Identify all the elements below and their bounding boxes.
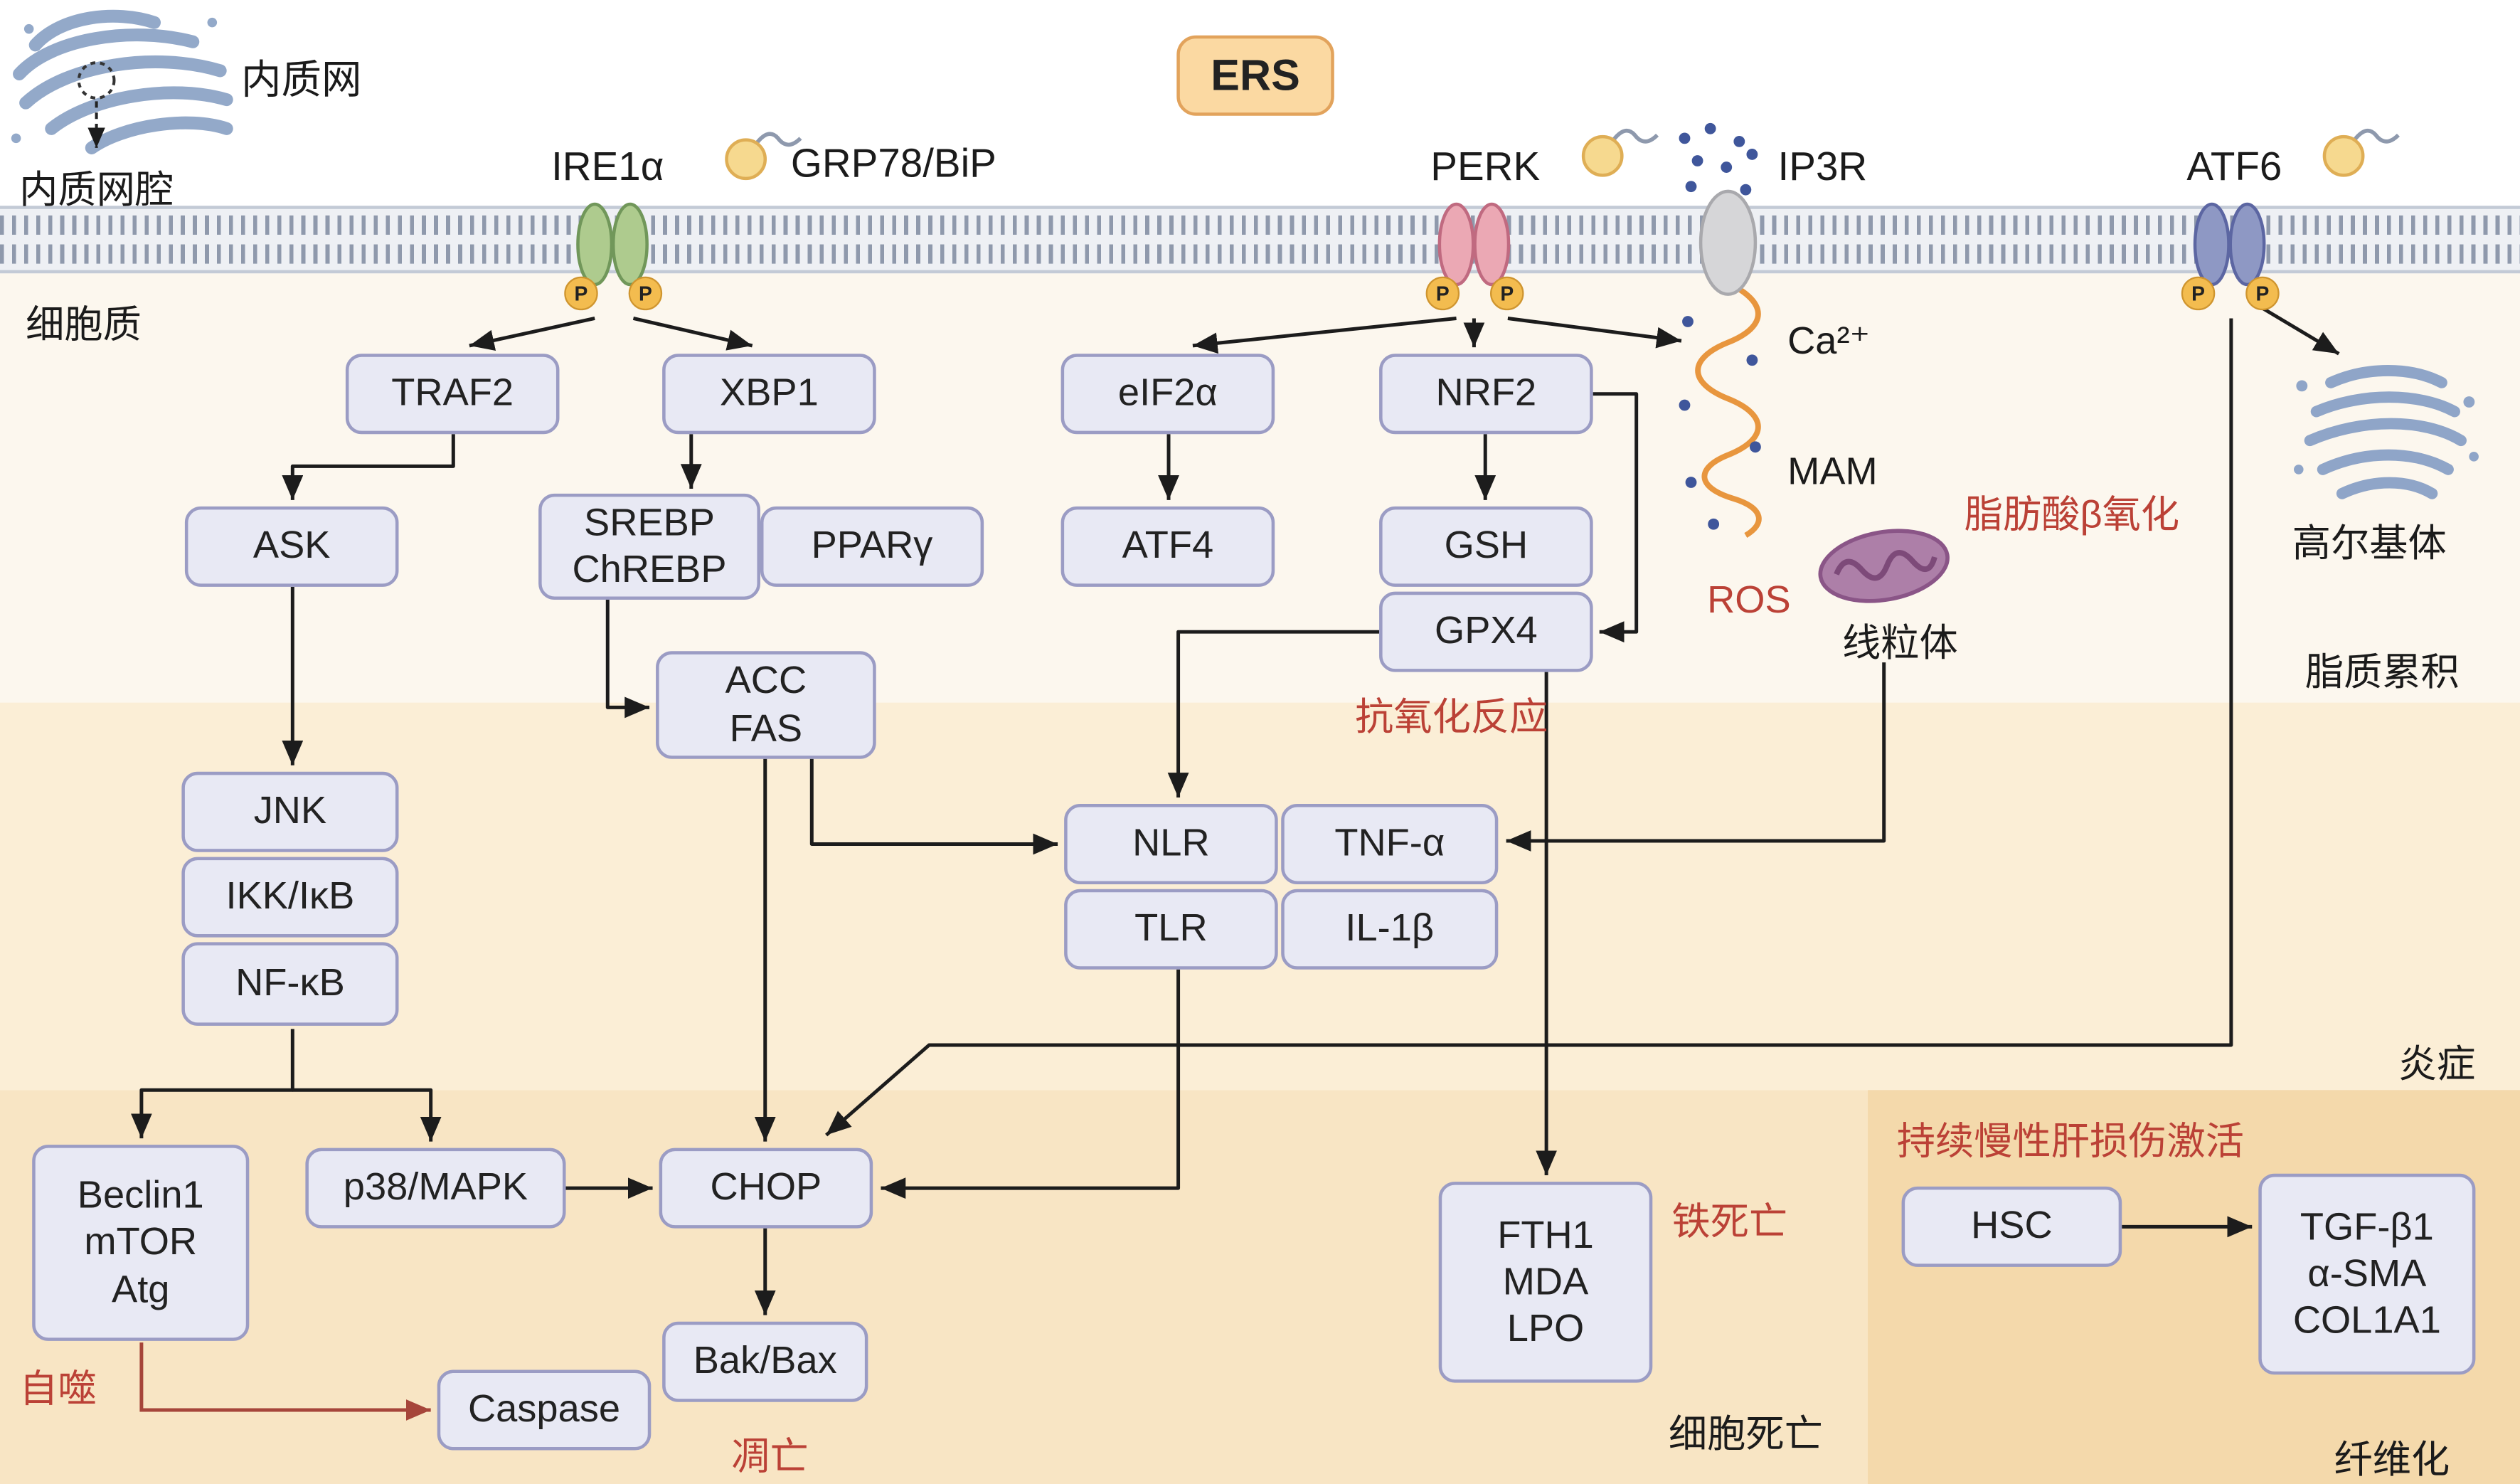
- label-er: 内质网: [241, 58, 362, 103]
- node-fth1-mda-lpo: FTH1 MDA LPO: [1438, 1182, 1653, 1383]
- arrow-nfkb-p38: [292, 1088, 442, 1142]
- arrows-layer: [130, 307, 2340, 1315]
- arrow-mito-tnfa: [1506, 662, 1886, 852]
- node-nrf2: NRF2: [1379, 354, 1593, 435]
- node-srebp-chrebp: SREBP ChREBP: [538, 493, 760, 600]
- node-xbp1: XBP1: [662, 354, 876, 435]
- calcium-ion-dots: [1679, 122, 1761, 530]
- node-caspase: Caspase: [437, 1369, 652, 1451]
- label-fatty-acid-oxidation: 脂肪酸β氧化: [1964, 493, 2180, 537]
- arrow-accfas-nlr: [809, 758, 1058, 855]
- ip3r-channel: [1698, 189, 1758, 296]
- node-ikk-ikb: IKK/IκB: [181, 857, 399, 938]
- label-chronic-liver-injury: 持续慢性肝损伤激活: [1896, 1120, 2244, 1165]
- label-ros: ROS: [1707, 578, 1791, 622]
- phospho-badge-ire1a-right: P: [628, 276, 663, 311]
- mam-tether: [1695, 280, 1762, 538]
- ers-badge: ERS: [1176, 35, 1334, 116]
- node-bak-bax: Bak/Bax: [662, 1321, 868, 1402]
- ire1a-receptor: [576, 202, 649, 287]
- phospho-badge-atf6-left: P: [2181, 276, 2216, 311]
- node-gsh: GSH: [1379, 506, 1593, 587]
- phospho-badge-perk-right: P: [1490, 276, 1524, 311]
- arrow-atf6-golgi: [2262, 307, 2340, 356]
- atf6-receptor: [2193, 202, 2266, 287]
- arrow-nfkb-beclin: [130, 1029, 294, 1139]
- node-hsc: HSC: [1901, 1186, 2122, 1267]
- arrow-perk-ip3r: [1507, 317, 1682, 349]
- arrow-traf2-ask: [282, 434, 455, 500]
- er-organelle-icon: [13, 9, 233, 154]
- node-p38-mapk: p38/MAPK: [305, 1148, 566, 1229]
- phospho-badge-ire1a-left: P: [564, 276, 598, 311]
- phospho-badge-perk-left: P: [1425, 276, 1460, 311]
- label-mam: MAM: [1787, 450, 1878, 494]
- label-perk: PERK: [1430, 144, 1541, 190]
- grp78-chaperone-icon: [727, 134, 801, 179]
- node-nfkb: NF-κB: [181, 942, 399, 1026]
- label-autophagy: 自噬: [19, 1368, 97, 1412]
- label-calcium: Ca²⁺: [1787, 319, 1871, 364]
- grp78-chaperone-icon: [2324, 131, 2398, 176]
- label-cell-death: 细胞死亡: [1668, 1413, 1823, 1457]
- label-ip3r: IP3R: [1777, 144, 1868, 190]
- node-beclin-mtor-atg: Beclin1 mTOR Atg: [32, 1145, 250, 1341]
- arrow-tlr-chop: [881, 969, 1181, 1199]
- mitochondria-icon: [1818, 529, 1950, 603]
- node-gpx4: GPX4: [1379, 591, 1593, 672]
- label-fibrosis: 纤维化: [2334, 1438, 2450, 1483]
- arrow-gpx4-nlr: [1167, 630, 1380, 797]
- arrow-srebp-accfas: [605, 599, 650, 719]
- er-zoom-circle: [77, 61, 116, 100]
- label-lipid-accumulation: 脂质累积: [2304, 651, 2460, 695]
- label-atf6: ATF6: [2186, 144, 2282, 190]
- node-ppar-gamma: PPARγ: [760, 506, 984, 587]
- label-er-lumen: 内质网腔: [19, 169, 174, 213]
- arrow-ire1a-xbp1: [632, 317, 753, 351]
- grp78-chaperone-icon: [1583, 131, 1657, 176]
- perk-receptor: [1437, 202, 1511, 287]
- arrow-beclin-caspase-autophagy: [139, 1342, 431, 1421]
- zone-cytoplasm: [0, 208, 2520, 703]
- membrane-lipid-row-top: [0, 215, 2520, 235]
- arrow-perk-eif2a: [1192, 317, 1457, 354]
- node-nlr: NLR: [1064, 804, 1278, 884]
- label-cytoplasm: 细胞质: [26, 304, 142, 348]
- membrane-lipid-row-bottom: [0, 244, 2520, 264]
- node-tgfb-sma-col1a1: TGF-β1 α-SMA COL1A1: [2258, 1173, 2476, 1375]
- label-ire1a: IRE1α: [551, 144, 664, 190]
- node-acc-fas: ACC FAS: [656, 651, 876, 759]
- node-traf2: TRAF2: [345, 354, 560, 435]
- node-tnfa: TNF-α: [1281, 804, 1499, 884]
- node-il1b: IL-1β: [1281, 889, 1499, 970]
- node-ask: ASK: [184, 506, 399, 587]
- arrow-nrf2-gpx4: [1593, 392, 1639, 643]
- node-eif2a: eIF2α: [1060, 354, 1275, 435]
- golgi-vesicle-dots: [2294, 380, 2479, 475]
- er-membrane: [0, 206, 2520, 274]
- node-jnk: JNK: [181, 771, 399, 852]
- label-grp78: GRP78/BiP: [790, 141, 996, 187]
- phospho-badge-atf6-right: P: [2245, 276, 2280, 311]
- golgi-icon: [2304, 365, 2467, 499]
- arrow-ire1a-traf2: [469, 317, 595, 351]
- er-organelle-dots: [11, 17, 218, 144]
- label-antioxidant-response: 抗氧化反应: [1355, 696, 1548, 740]
- label-apoptosis: 凋亡: [731, 1436, 809, 1480]
- label-ferroptosis: 铁死亡: [1671, 1201, 1788, 1245]
- node-tlr: TLR: [1064, 889, 1278, 970]
- label-inflammation: 炎症: [2398, 1043, 2476, 1087]
- arrow-atf6-chop: [825, 318, 2233, 1137]
- label-golgi: 高尔基体: [2292, 522, 2447, 566]
- node-chop: CHOP: [659, 1148, 873, 1229]
- node-atf4: ATF4: [1060, 506, 1275, 587]
- label-mitochondria: 线粒体: [1841, 622, 1958, 666]
